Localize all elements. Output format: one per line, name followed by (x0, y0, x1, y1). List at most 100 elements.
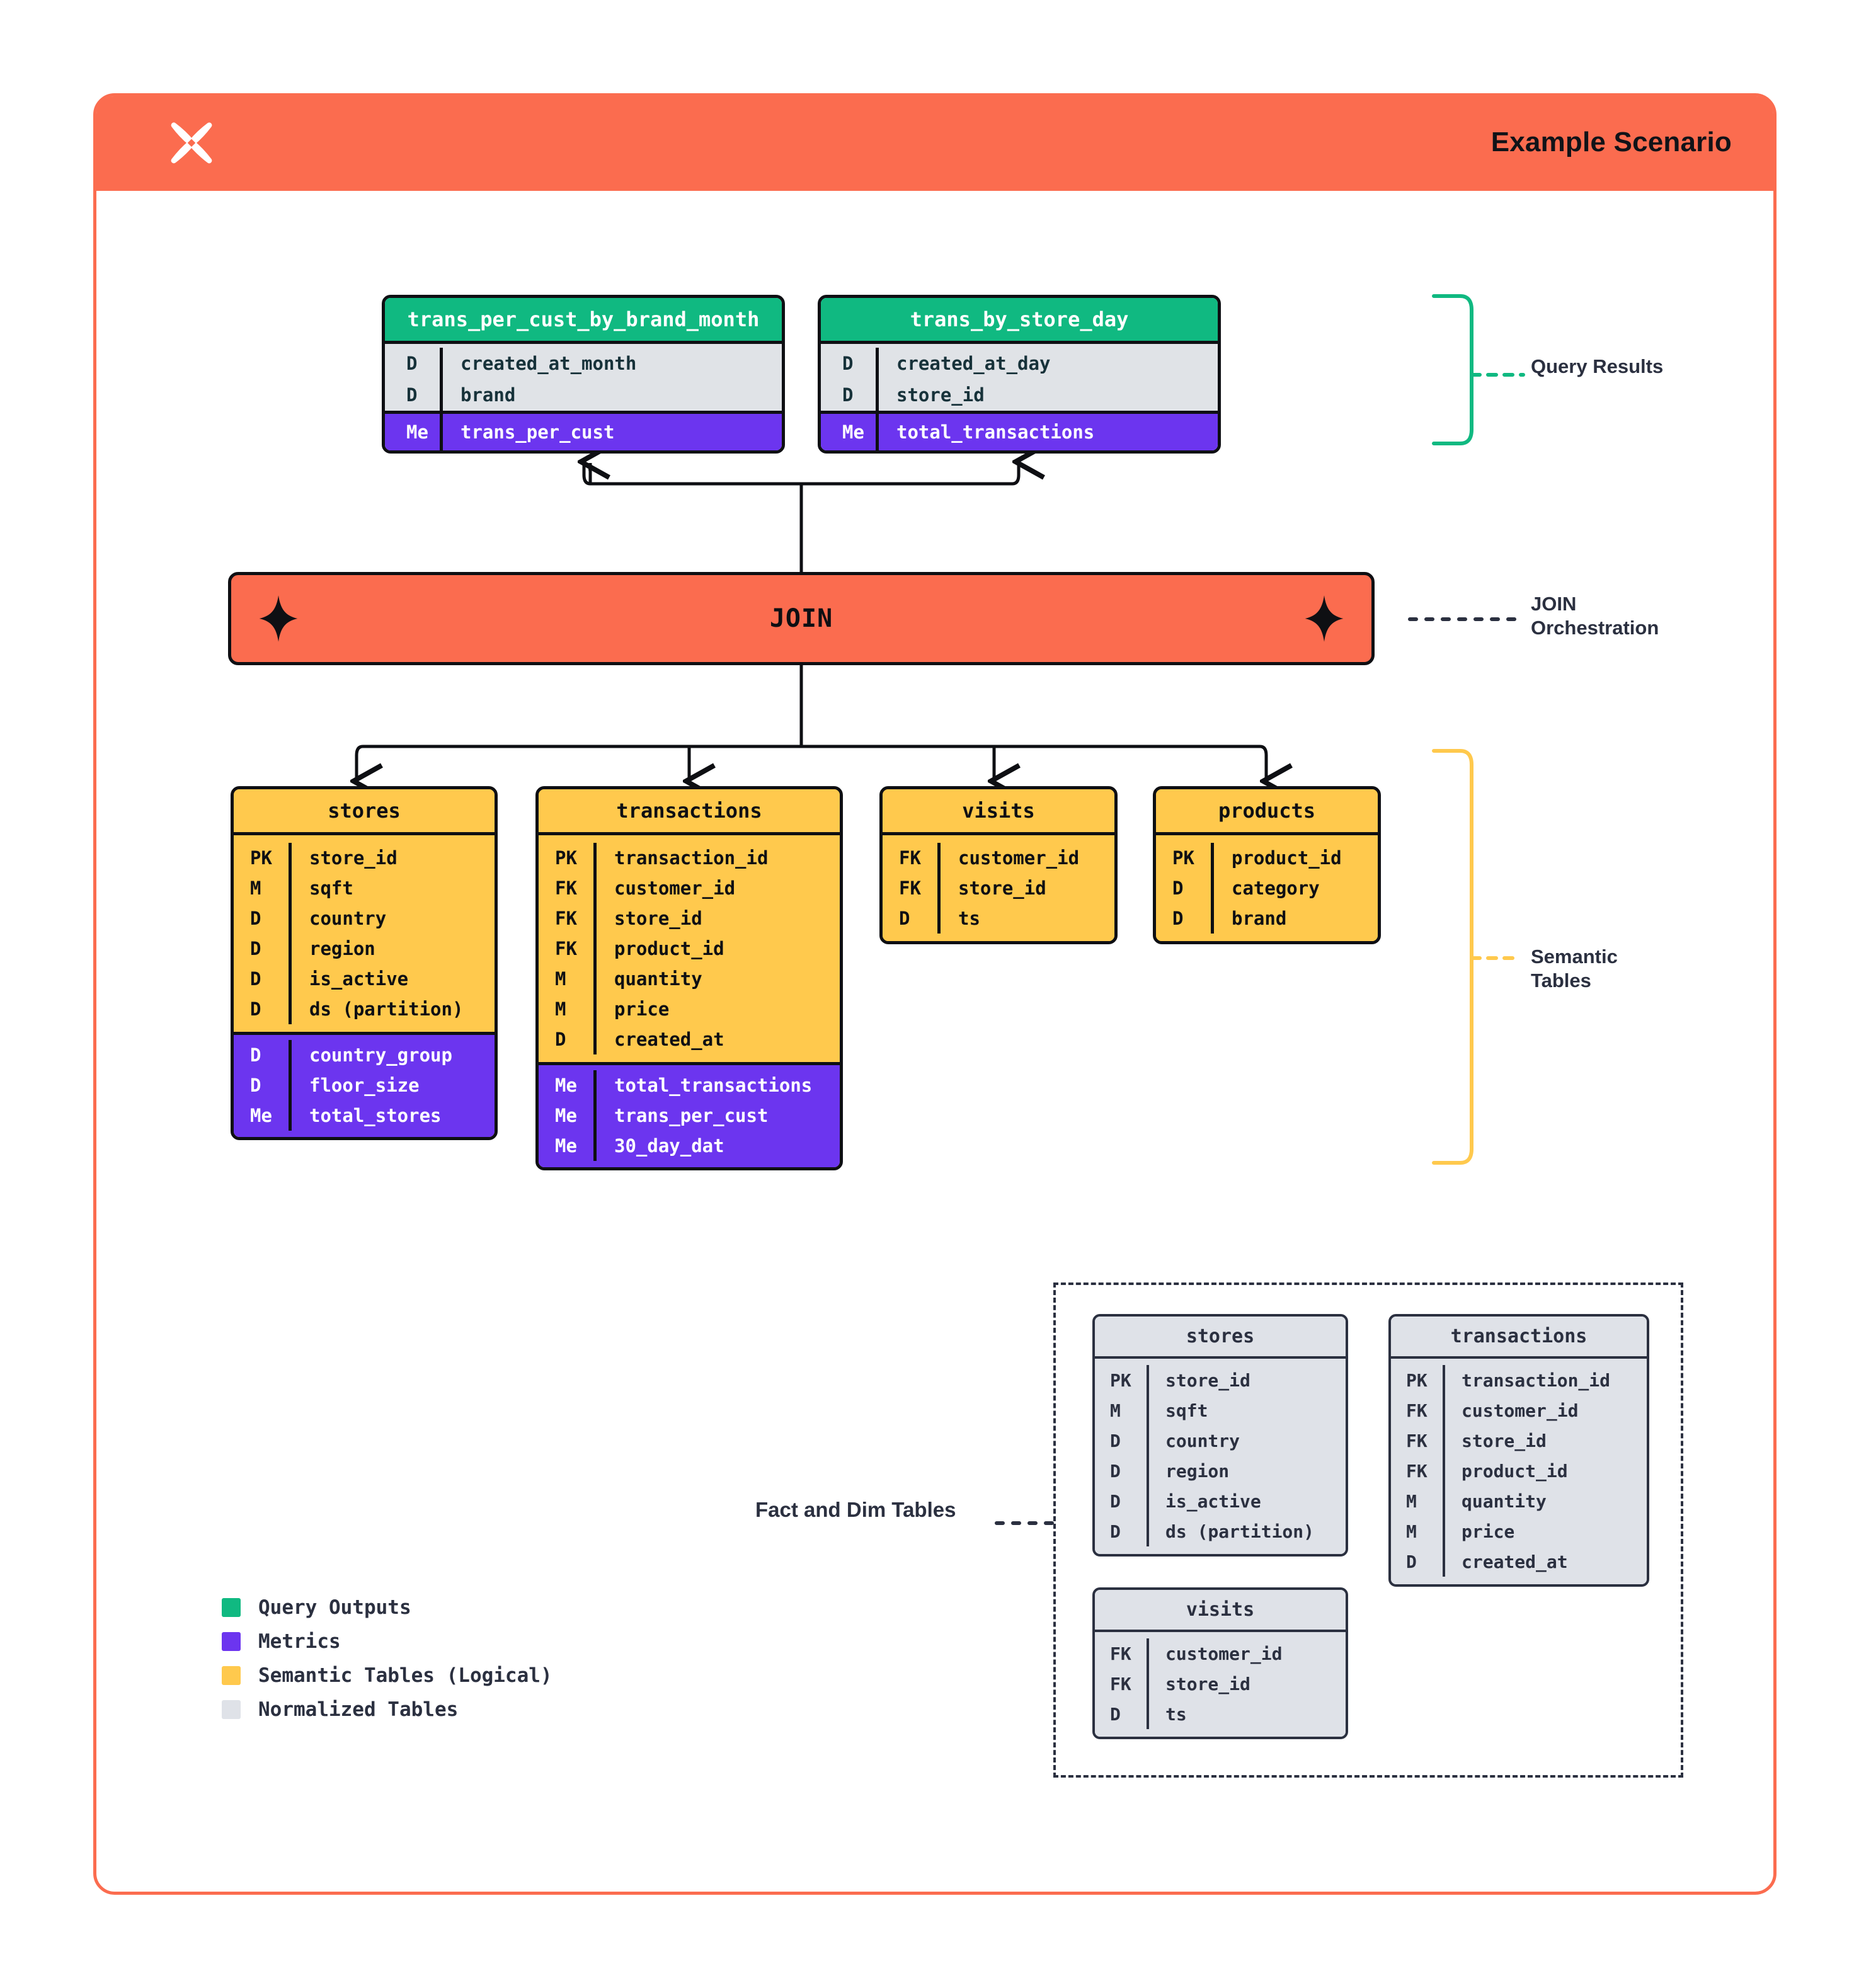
row-field: region (309, 938, 375, 959)
annotation-fact-dim-tables: Fact and Dim Tables (755, 1498, 956, 1521)
row-field: store_id (896, 384, 985, 406)
row-key: D (1095, 1516, 1149, 1546)
card-header: Example Scenario (96, 96, 1773, 191)
table-name: visits (883, 789, 1114, 832)
row-key: Me (234, 1100, 292, 1131)
row-field: store_id (1165, 1673, 1250, 1694)
row-field: ds (partition) (309, 998, 464, 1020)
row-field: brand (461, 384, 516, 406)
annotation-line-2: Tables (1531, 969, 1591, 991)
table-name: visits (1095, 1590, 1346, 1630)
row-key: D (234, 934, 292, 964)
row-key: PK (1095, 1365, 1149, 1395)
row-field: sqft (1165, 1400, 1208, 1421)
row-key: PK (1156, 843, 1214, 873)
row-key: D (1095, 1456, 1149, 1486)
row-key: D (1095, 1486, 1149, 1516)
table-row: Me trans_per_cust (385, 414, 782, 450)
row-key: D (1156, 903, 1214, 934)
row-key: D (234, 1040, 292, 1070)
row-field: created_at (614, 1029, 724, 1050)
annotation-line-2: Orchestration (1531, 616, 1659, 639)
legend-label: Normalized Tables (258, 1698, 459, 1721)
table-row: D created_at_day (821, 344, 1218, 379)
row-field: customer_id (1462, 1400, 1579, 1421)
row-key: M (1095, 1395, 1149, 1425)
row-field: transaction_id (614, 847, 769, 869)
row-field: total_transactions (614, 1075, 813, 1096)
row-field: trans_per_cust (461, 421, 615, 443)
table-row: D brand (385, 379, 782, 411)
legend-item: Query Outputs (222, 1591, 552, 1625)
table-name: transactions (1391, 1317, 1647, 1356)
row-key: Me (821, 414, 879, 450)
join-orchestration-bar[interactable]: JOIN (228, 572, 1375, 665)
legend-swatch-metrics (222, 1632, 241, 1651)
annotation-query-results: Query Results (1531, 355, 1664, 377)
query-result-table-2[interactable]: trans_by_store_day D created_at_day D st… (818, 295, 1221, 454)
annotation-semantic-tables: Semantic Tables (1531, 945, 1618, 993)
row-key: FK (883, 843, 941, 873)
row-field: total_transactions (896, 421, 1095, 443)
row-key: Me (539, 1100, 597, 1131)
metric-rows: Me total_transactions (821, 411, 1218, 450)
row-field: product_id (614, 938, 724, 959)
row-field: sqft (309, 877, 353, 899)
table-name: trans_by_store_day (821, 298, 1218, 341)
annotation-join-orchestration: JOIN Orchestration (1531, 592, 1659, 640)
row-field: created_at (1462, 1551, 1568, 1572)
row-field: country_group (309, 1044, 452, 1066)
row-key: M (1391, 1516, 1445, 1546)
row-key: FK (539, 903, 597, 934)
row-field: store_id (309, 847, 398, 869)
row-field: customer_id (614, 877, 736, 899)
legend-item: Metrics (222, 1625, 552, 1659)
table-row: D created_at_month (385, 344, 782, 379)
query-result-table-1[interactable]: trans_per_cust_by_brand_month D created_… (382, 295, 785, 454)
row-field: store_id (1165, 1369, 1250, 1391)
row-key: Me (539, 1070, 597, 1100)
row-key: D (1095, 1699, 1149, 1729)
row-key: PK (1391, 1365, 1445, 1395)
metric-rows: Me trans_per_cust (385, 411, 782, 450)
legend-swatch-normalized-tables (222, 1700, 241, 1719)
row-key: D (385, 348, 443, 379)
row-key: M (539, 994, 597, 1024)
row-field: product_id (1232, 847, 1342, 869)
row-field: 30_day_dat (614, 1135, 724, 1157)
row-field: created_at_month (461, 353, 637, 374)
row-key: D (234, 964, 292, 994)
legend-label: Query Outputs (258, 1596, 411, 1619)
